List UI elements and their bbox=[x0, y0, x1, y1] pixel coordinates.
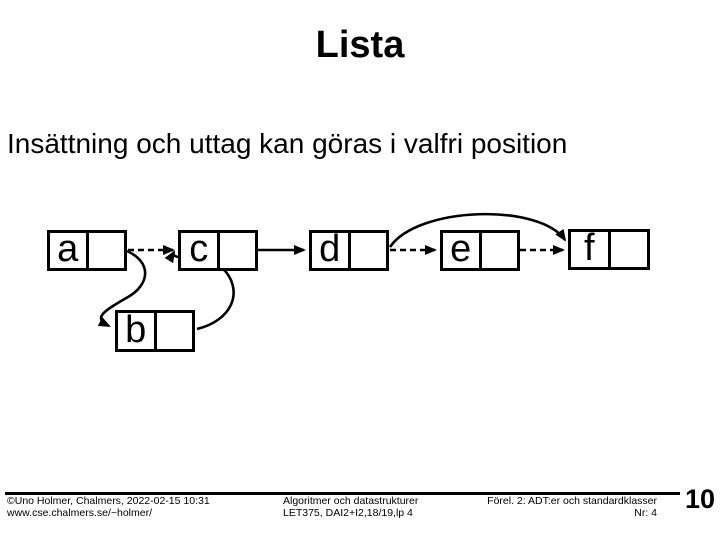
footer-lecture-title: Förel. 2: ADT:er och standardklasser bbox=[487, 495, 657, 507]
node-c-pointer-cell bbox=[220, 233, 256, 268]
footer-course-codes: LET375, DAI2+I2,18/19,lp 4 bbox=[283, 506, 413, 519]
slide-subtitle: Insättning och uttag kan göras i valfri … bbox=[7, 128, 568, 159]
footer-right-block: Förel. 2: ADT:er och standardklasser Nr:… bbox=[487, 495, 657, 519]
footer-author-line: ©Uno Holmer, Chalmers, 2022-02-15 10:31 bbox=[7, 495, 210, 507]
footer-divider-line bbox=[5, 492, 680, 495]
node-e-pointer-cell bbox=[482, 233, 518, 268]
list-node-e: e bbox=[440, 230, 520, 271]
list-node-a: a bbox=[47, 230, 127, 271]
footer-course-title: Algoritmer och datastrukturer bbox=[283, 495, 419, 507]
list-node-b: b bbox=[115, 310, 195, 352]
footer-left-block: ©Uno Holmer, Chalmers, 2022-02-15 10:31 … bbox=[7, 495, 210, 519]
node-b-pointer-cell bbox=[157, 313, 193, 349]
page-title: Lista bbox=[315, 24, 405, 66]
footer-center-block: Algoritmer och datastrukturer LET375, DA… bbox=[283, 495, 419, 519]
node-f-data-cell: f bbox=[571, 229, 611, 267]
list-node-d: d bbox=[309, 230, 389, 271]
node-e-data-cell: e bbox=[443, 230, 482, 268]
page-number: 10 bbox=[685, 484, 716, 514]
node-d-pointer-cell bbox=[351, 233, 387, 268]
node-d-data-cell: d bbox=[312, 230, 351, 268]
node-b-data-cell: b bbox=[118, 311, 157, 349]
footer-url: www.cse.chalmers.se/~holmer/ bbox=[7, 506, 153, 519]
footer-slide-nr: Nr: 4 bbox=[634, 506, 657, 519]
node-a-pointer-cell bbox=[89, 233, 125, 268]
list-node-f: f bbox=[568, 229, 650, 270]
list-node-c: c bbox=[178, 230, 258, 271]
node-f-pointer-cell bbox=[611, 232, 648, 267]
node-c-data-cell: c bbox=[181, 230, 220, 268]
node-a-data-cell: a bbox=[50, 230, 89, 268]
